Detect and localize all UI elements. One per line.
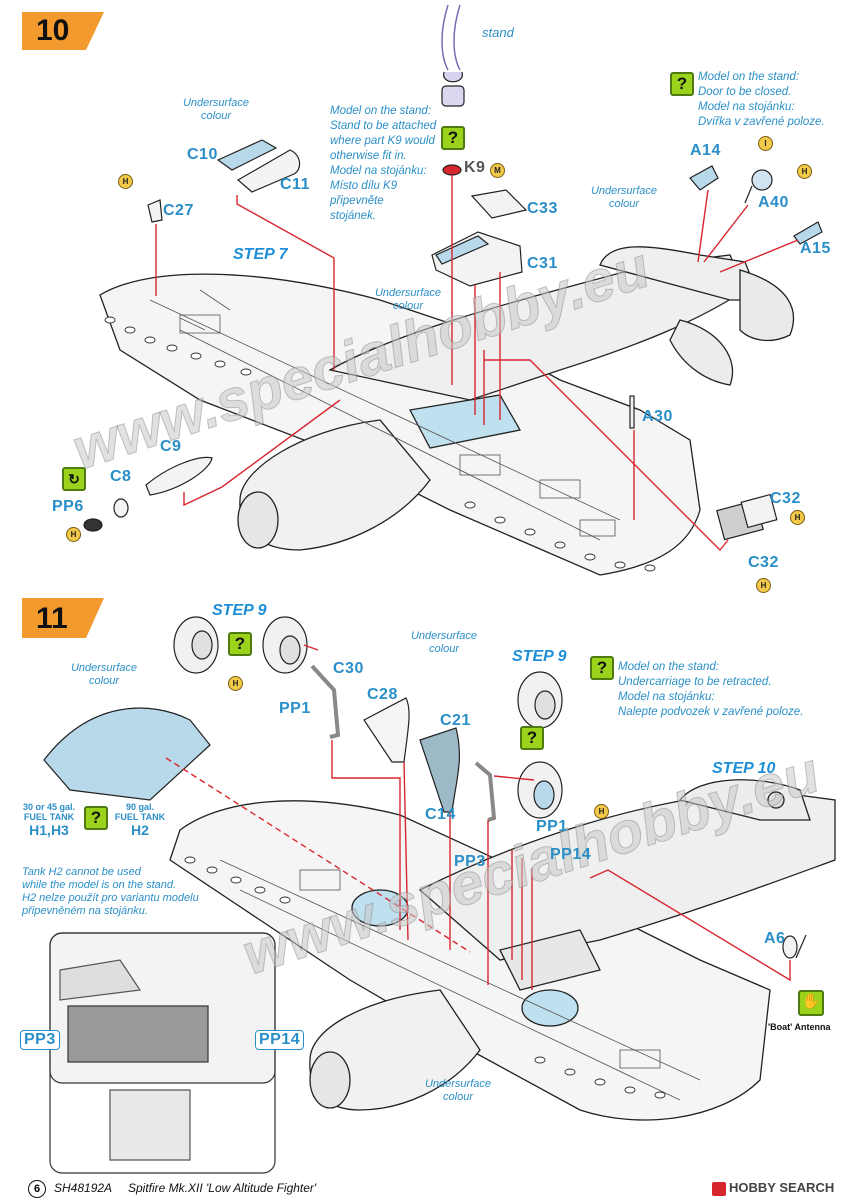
stand-k9-note: Model on the stand: Stand to be attached… (330, 105, 437, 222)
glue-marker-icon: M (490, 163, 505, 178)
footer-code: SH48192A (54, 1181, 113, 1195)
step10-header-bg (22, 12, 104, 50)
part-pp1-left: PP1 (279, 700, 311, 717)
step11-guide-lines (165, 644, 791, 990)
tank-h1-h3-label: 30 or 45 gal. FUEL TANK H1,H3 (22, 802, 76, 838)
step11-airframe (169, 779, 836, 1121)
step11-number: 11 (36, 602, 68, 635)
step10-step-label: STEP 7 (233, 246, 288, 263)
part-c21: C21 (440, 712, 471, 729)
glue-marker-icon: H (118, 174, 133, 189)
undersurface-note-bottom: Undersurface colour (424, 1078, 492, 1103)
part-c32-upper: C32 (770, 490, 801, 507)
glue-marker-icon: H (66, 527, 81, 542)
part-c8: C8 (110, 468, 132, 485)
step11-step-label-10: STEP 10 (712, 760, 776, 777)
part-c11: C11 (280, 176, 310, 193)
boat-antenna-label: 'Boat' Antenna (768, 1022, 831, 1032)
part-k9: K9 (464, 159, 486, 176)
part-a30: A30 (642, 408, 673, 425)
part-c31: C31 (527, 255, 558, 272)
part-a15: A15 (800, 240, 831, 257)
glue-marker-icon: H (594, 804, 609, 819)
part-pp3: PP3 (454, 853, 486, 870)
glue-marker-icon: H (790, 510, 805, 525)
footer-title: Spitfire Mk.XII 'Low Altitude Fighter' (128, 1181, 317, 1195)
hobby-search-mark (712, 1181, 726, 1196)
part-c27: C27 (163, 202, 194, 219)
door-note: Model on the stand: Door to be closed. M… (698, 71, 825, 128)
question-icon: ? (520, 726, 544, 750)
hobby-search-text: HOBBY SEARCH (729, 1180, 835, 1195)
question-icon: ? (228, 632, 252, 656)
glue-marker-icon: H (228, 676, 243, 691)
hand-icon: ✋ (798, 990, 824, 1016)
undersurface-note-legs: Undersurface colour (410, 630, 478, 655)
tank-note: Tank H2 cannot be used while the model i… (22, 866, 199, 917)
glue-marker-icon: H (797, 164, 812, 179)
stand-label: stand (482, 25, 514, 40)
glue-marker-icon: I (758, 136, 773, 151)
undersurface-note-tank: Undersurface colour (70, 662, 138, 687)
part-pp6: PP6 (52, 498, 84, 515)
part-pp1-right: PP1 (536, 818, 568, 835)
reverse-arrow-icon: ↻ (62, 467, 86, 491)
part-c33: C33 (527, 200, 558, 217)
part-c14: C14 (425, 806, 456, 823)
part-a6: A6 (764, 930, 786, 947)
step10-airframe (99, 246, 795, 576)
question-icon: ? (84, 806, 108, 830)
hobby-search-logo: HOBBY SEARCH (712, 1180, 834, 1196)
question-icon: ? (441, 126, 465, 150)
undersurface-note-tail: Undersurface colour (590, 185, 658, 210)
part-a14: A14 (690, 142, 721, 159)
part-a40: A40 (758, 194, 789, 211)
part-c10: C10 (187, 146, 218, 163)
page-number: 6 (28, 1180, 46, 1198)
tank-h2-label: 90 gal. FUEL TANK H2 (114, 802, 166, 838)
detail-pp14: PP14 (255, 1030, 305, 1050)
undersurface-note-c10: Undersurface colour (182, 97, 250, 122)
part-c28: C28 (367, 686, 398, 703)
undersurface-note-wing: Undersurface colour (374, 287, 442, 312)
step10-guide-lines (155, 175, 799, 552)
step11-parts (43, 616, 807, 1174)
step11-header-bg (22, 598, 104, 638)
step10-number: 10 (36, 14, 70, 47)
step11-step-label-9b: STEP 9 (512, 648, 567, 665)
part-c9: C9 (160, 438, 182, 455)
step11-step-label-9a: STEP 9 (212, 602, 267, 619)
question-icon: ? (670, 72, 694, 96)
detail-pp3: PP3 (20, 1030, 60, 1050)
glue-marker-icon: H (756, 578, 771, 593)
question-icon: ? (590, 656, 614, 680)
retract-note: Model on the stand: Undercarriage to be … (618, 661, 804, 718)
part-c32-lower: C32 (748, 554, 779, 571)
part-pp14: PP14 (550, 846, 592, 863)
part-c30: C30 (333, 660, 364, 677)
